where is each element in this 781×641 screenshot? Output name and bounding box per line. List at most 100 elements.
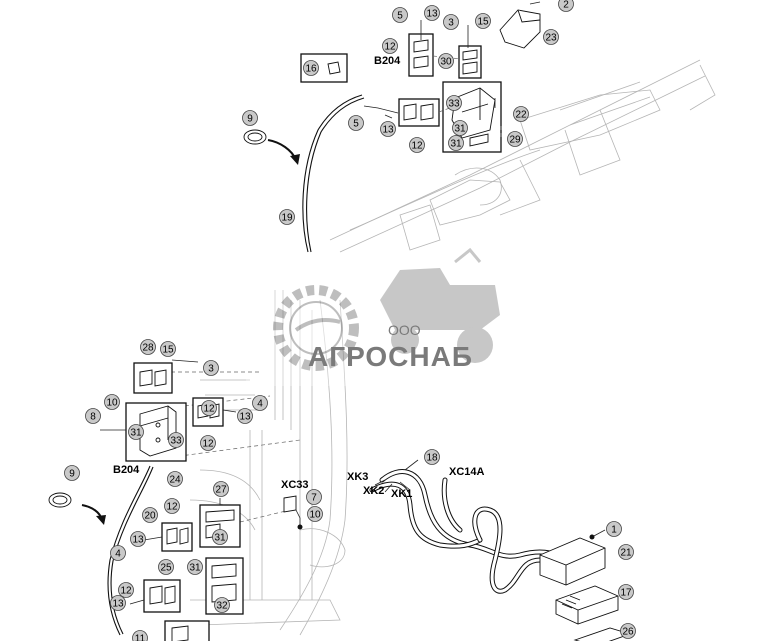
callout-circle xyxy=(164,498,180,514)
callout-c33a: 33 xyxy=(446,95,462,111)
callout-c1: 1 xyxy=(606,521,622,537)
callout-c31e: 31 xyxy=(187,559,203,575)
callout-circle xyxy=(160,341,176,357)
callout-circle xyxy=(380,121,396,137)
callout-number: 20 xyxy=(144,511,156,522)
callout-c15a: 15 xyxy=(475,13,491,29)
callout-number: 24 xyxy=(169,475,181,486)
callout-circle xyxy=(140,339,156,355)
callout-number: 31 xyxy=(189,563,201,574)
callout-c31a: 31 xyxy=(452,120,468,136)
callout-circle xyxy=(110,545,126,561)
callout-number: 3 xyxy=(448,18,454,29)
callout-number: 15 xyxy=(162,345,174,356)
callout-circle xyxy=(279,209,295,225)
callout-c33b: 33 xyxy=(168,432,184,448)
callout-circle xyxy=(618,544,634,560)
callout-number: 3 xyxy=(208,364,214,375)
callout-number: 31 xyxy=(214,533,226,544)
callout-circle xyxy=(64,465,80,481)
callout-c13e: 13 xyxy=(110,595,126,611)
callout-c25: 25 xyxy=(158,559,174,575)
callout-circle xyxy=(618,584,634,600)
callout-circle xyxy=(558,0,574,12)
callout-c13d: 13 xyxy=(130,531,146,547)
callout-circle xyxy=(132,630,148,641)
callout-number: 7 xyxy=(311,493,317,504)
watermark-logo xyxy=(246,247,536,386)
label-xk2: XK2 xyxy=(363,485,384,497)
callout-circle xyxy=(543,29,559,45)
callout-circle xyxy=(214,597,230,613)
callout-c13a: 13 xyxy=(424,5,440,21)
label-xk3: XK3 xyxy=(347,471,368,483)
callout-c8: 8 xyxy=(85,408,101,424)
label-xk1: XK1 xyxy=(391,488,412,500)
callout-number: 9 xyxy=(247,114,253,125)
callout-circle xyxy=(448,135,464,151)
boom-ghost-left xyxy=(189,290,348,636)
callout-number: 17 xyxy=(620,588,632,599)
boom-ghost-top xyxy=(329,59,716,253)
callout-number: 26 xyxy=(622,627,634,638)
callout-number: 12 xyxy=(203,404,215,415)
callout-circle xyxy=(128,424,144,440)
callout-number: 23 xyxy=(545,33,557,44)
callout-number: 5 xyxy=(397,11,403,22)
cable-20 xyxy=(107,465,151,636)
box-12-top xyxy=(408,33,434,77)
callout-number: 13 xyxy=(239,412,251,423)
callout-circle xyxy=(438,53,454,69)
callout-circle xyxy=(201,400,217,416)
callout-number: 30 xyxy=(440,57,452,68)
label-xc33: XC33 xyxy=(281,479,309,491)
callout-number: 13 xyxy=(112,599,124,610)
callout-c11: 11 xyxy=(132,630,148,641)
callout-number: 13 xyxy=(426,9,438,20)
callout-number: 15 xyxy=(477,17,489,28)
callout-circle xyxy=(348,115,364,131)
callout-circle xyxy=(104,394,120,410)
callout-number: 10 xyxy=(309,510,321,521)
harvester-icon xyxy=(380,268,500,330)
callout-c13c: 13 xyxy=(237,408,253,424)
callout-circle xyxy=(212,529,228,545)
callout-circle xyxy=(130,531,146,547)
callout-circle xyxy=(118,582,134,598)
callout-circle xyxy=(200,435,216,451)
callout-circle xyxy=(306,489,322,505)
gear-icon xyxy=(273,285,359,371)
callout-circle xyxy=(620,623,636,639)
callout-number: 4 xyxy=(257,399,263,410)
callout-c12b: 12 xyxy=(409,137,425,153)
callout-c5a: 5 xyxy=(392,7,408,23)
callout-c12c: 12 xyxy=(201,400,217,416)
callout-number: 31 xyxy=(454,124,466,135)
callout-number: 31 xyxy=(450,139,462,150)
callout-circle xyxy=(424,5,440,21)
callout-number: 13 xyxy=(382,125,394,136)
callout-circle xyxy=(446,95,462,111)
callout-number: 33 xyxy=(448,99,460,110)
callout-number: 9 xyxy=(69,469,75,480)
cable-19 xyxy=(302,94,363,253)
callout-number: 1 xyxy=(611,525,617,536)
callout-circle xyxy=(392,7,408,23)
callout-circle xyxy=(213,481,229,497)
callout-circle xyxy=(242,110,258,126)
label-xc14a: XC14A xyxy=(449,466,485,478)
callout-number: 18 xyxy=(426,453,438,464)
callout-number: 2 xyxy=(563,0,569,11)
callout-c10b: 10 xyxy=(307,506,323,522)
callout-c23: 23 xyxy=(543,29,559,45)
callout-number: 13 xyxy=(132,535,144,546)
callout-circle xyxy=(443,14,459,30)
callout-number: 12 xyxy=(411,141,423,152)
callout-c21: 21 xyxy=(618,544,634,560)
callout-number: 4 xyxy=(115,549,121,560)
callout-number: 19 xyxy=(281,213,293,224)
callout-number: 32 xyxy=(216,601,228,612)
callout-c31d: 31 xyxy=(212,529,228,545)
callout-circle xyxy=(513,106,529,122)
